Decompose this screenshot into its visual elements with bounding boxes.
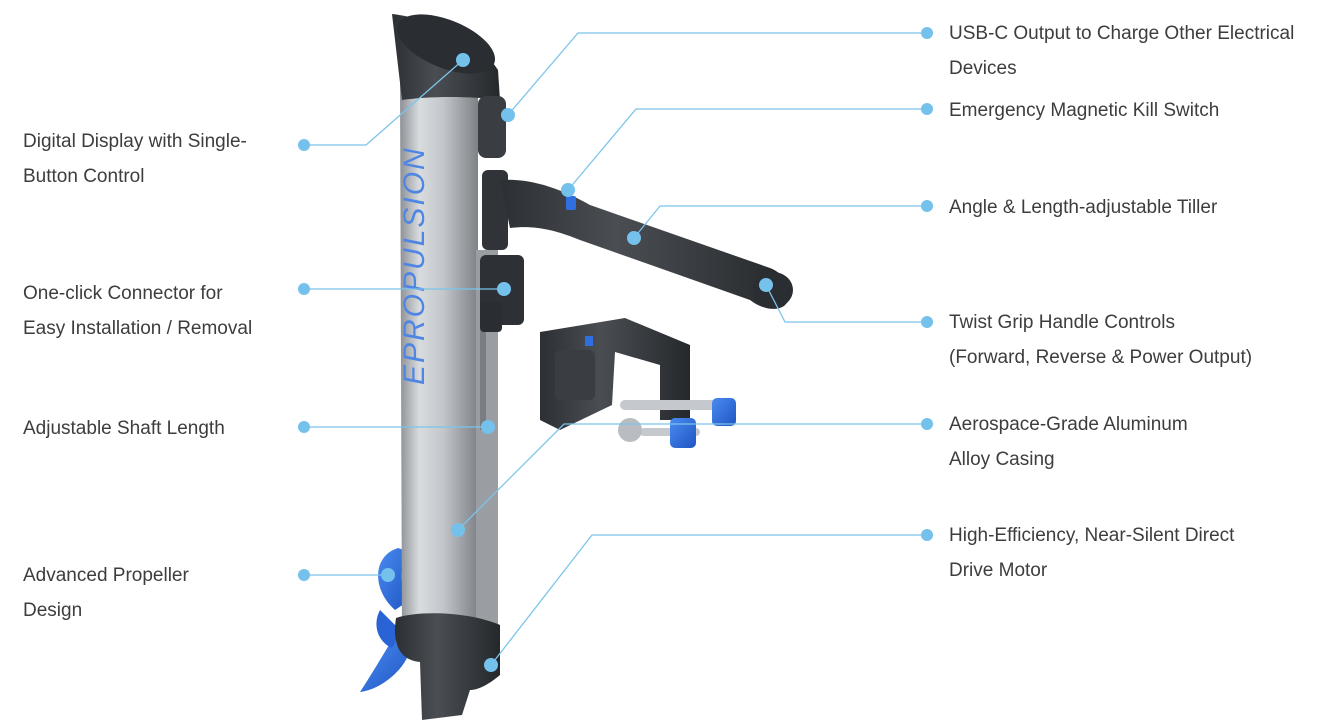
label-line: Easy Installation / Removal [23,318,253,339]
label-line: USB-C Output to Charge Other Electrical [949,23,1295,44]
side-module [478,96,506,158]
label-line: Drive Motor [949,560,1048,581]
dot-display-target [456,53,470,67]
label-aluminum-casing: Aerospace-Grade Aluminum Alloy Casing [949,407,1188,477]
shaft-body [400,70,478,640]
label-direct-drive-motor: High-Efficiency, Near-Silent Direct Driv… [949,518,1234,588]
label-line: Emergency Magnetic Kill Switch [949,100,1220,121]
dot-connector-label [298,283,310,295]
dot-twist-grip-label [921,316,933,328]
label-one-click-connector: One-click Connector for Easy Installatio… [23,276,252,346]
leader-lines [304,32,927,666]
label-line: Digital Display with Single- [23,131,247,152]
dot-display-label [298,139,310,151]
leader-kill-switch [567,108,927,191]
dot-casing-target [451,523,465,537]
label-line: Alloy Casing [949,449,1055,470]
label-twist-grip: Twist Grip Handle Controls (Forward, Rev… [949,305,1252,375]
label-advanced-propeller: Advanced Propeller Design [23,558,189,628]
brand-wordmark: EPROPULSION [398,146,431,385]
clamp-bracket [540,318,736,448]
leader-display [304,59,464,146]
label-adjustable-shaft: Adjustable Shaft Length [23,411,225,446]
label-tiller: Angle & Length-adjustable Tiller [949,190,1217,225]
leader-motor [490,534,927,666]
dot-propeller-label [298,569,310,581]
dot-motor-label [921,529,933,541]
dot-twist-grip-target [759,278,773,292]
propeller-blade-bottom [360,640,410,692]
leader-casing [457,423,927,531]
dot-kill-switch-label [921,103,933,115]
dot-kill-switch-target [561,183,575,197]
label-line: One-click Connector for [23,283,223,304]
motor-illustration: EPROPULSION [360,14,793,720]
dot-shaft-target [481,420,495,434]
leader-usbc [507,32,927,116]
dot-shaft-label [298,421,310,433]
dot-tiller-target [627,231,641,245]
leader-twist-grip [765,284,927,323]
label-line: Adjustable Shaft Length [23,418,225,439]
label-line: Devices [949,58,1017,79]
dot-usbc-target [501,108,515,122]
label-line: High-Efficiency, Near-Silent Direct [949,525,1235,546]
dot-casing-label [921,418,933,430]
dot-tiller-label [921,200,933,212]
label-line: Advanced Propeller [23,565,189,586]
dot-connector-target [497,282,511,296]
clamp-knob-2 [670,418,696,448]
tiller-arm [500,179,791,309]
lower-housing [395,613,500,720]
callout-dots [298,27,933,672]
clamp-knob-1 [712,398,736,426]
dot-propeller-target [381,568,395,582]
label-kill-switch: Emergency Magnetic Kill Switch [949,93,1219,128]
label-line: Angle & Length-adjustable Tiller [949,197,1218,218]
dot-usbc-label [921,27,933,39]
label-line: Design [23,600,83,621]
dot-motor-target [484,658,498,672]
label-digital-display: Digital Display with Single- Button Cont… [23,124,247,194]
label-line: Twist Grip Handle Controls [949,312,1175,333]
label-line: Aerospace-Grade Aluminum [949,414,1188,435]
label-line: (Forward, Reverse & Power Output) [949,347,1253,368]
label-usbc-output: USB-C Output to Charge Other Electrical … [949,16,1294,86]
label-line: Button Control [23,166,145,187]
leader-tiller [633,205,927,239]
